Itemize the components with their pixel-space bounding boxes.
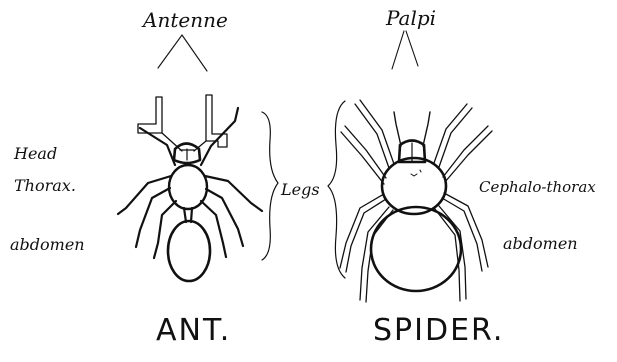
spider-caption: SPIDER. <box>373 316 504 346</box>
legs-label: Legs <box>281 182 320 198</box>
legs-bracket-left <box>262 112 278 260</box>
legs-bracket-right <box>328 101 345 278</box>
cephalothorax-label: Cephalo-thorax <box>479 180 596 195</box>
head-label: Head <box>14 146 57 162</box>
ant-caption: ANT. <box>156 316 231 346</box>
ant-abdomen-label: abdomen <box>10 237 85 253</box>
ant-figure <box>118 95 262 281</box>
spider-figure <box>340 100 492 302</box>
palpi-pointer <box>392 31 418 69</box>
palpi-label: Palpi <box>386 8 436 28</box>
antennae-label: Antenne <box>143 10 228 30</box>
spider-abdomen-label: abdomen <box>503 236 578 252</box>
thorax-label: Thorax. <box>14 178 76 194</box>
antennae-pointer <box>158 35 207 71</box>
